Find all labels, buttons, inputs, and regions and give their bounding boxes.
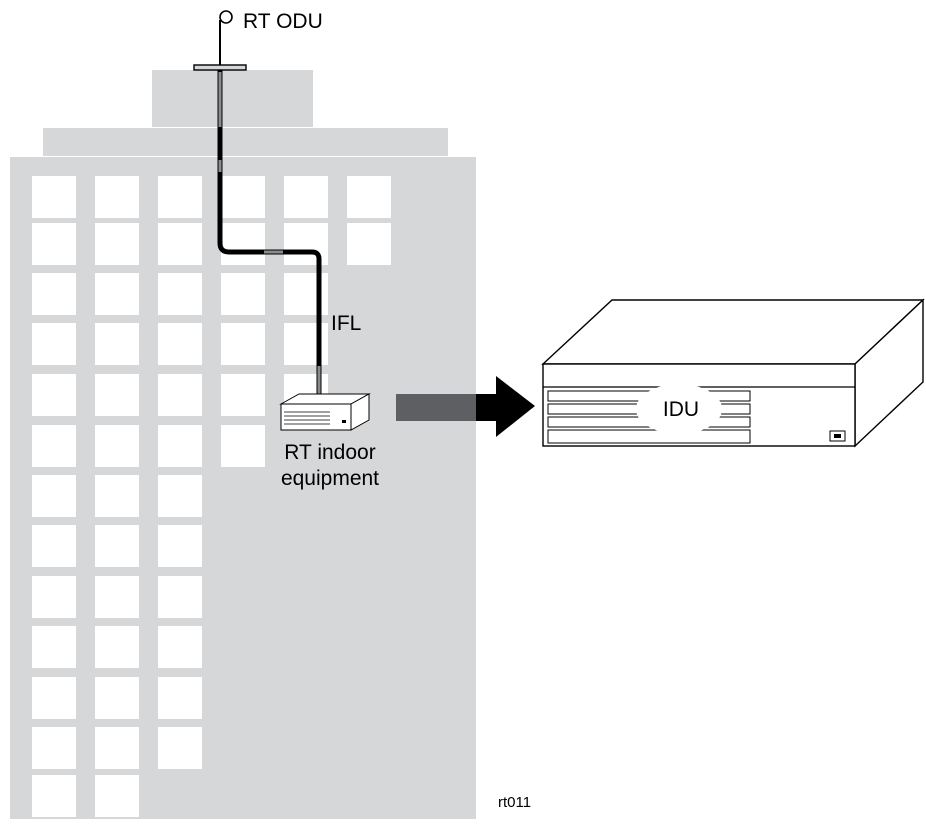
building-window: [95, 677, 139, 719]
building-window: [32, 374, 76, 416]
building-window: [32, 223, 76, 265]
antenna-icon: [194, 11, 246, 70]
building-window: [95, 223, 139, 265]
building-window: [158, 323, 202, 365]
ifl-label: IFL: [331, 312, 361, 335]
building-window: [32, 323, 76, 365]
building-window: [32, 425, 76, 467]
idu-chassis-icon: [543, 300, 923, 446]
building-window: [32, 626, 76, 668]
building-window: [221, 176, 265, 218]
building-window: [158, 626, 202, 668]
building-window: [221, 425, 265, 467]
odu-label: RT ODU: [243, 10, 323, 33]
building-window: [158, 273, 202, 315]
indoor-unit-icon: [281, 394, 369, 430]
building-window: [32, 677, 76, 719]
building-window: [95, 323, 139, 365]
building-window: [95, 576, 139, 618]
building-window: [95, 525, 139, 567]
indoor-label-line1: RT indoor: [284, 441, 375, 464]
building-window: [32, 576, 76, 618]
building-window: [158, 223, 202, 265]
indoor-label-line2: equipment: [281, 467, 379, 490]
roof-top-block: [152, 70, 313, 127]
building-window: [221, 223, 265, 265]
building-window: [32, 176, 76, 218]
building-window: [158, 425, 202, 467]
building-window: [284, 176, 328, 218]
building-window: [95, 727, 139, 769]
building-window: [347, 223, 391, 265]
building-window: [95, 374, 139, 416]
building-window: [158, 374, 202, 416]
building-window: [95, 176, 139, 218]
roof-ledge: [43, 128, 448, 156]
building-window: [158, 176, 202, 218]
building-window: [221, 374, 265, 416]
building-window: [32, 775, 76, 817]
building-window: [158, 525, 202, 567]
building-window: [221, 273, 265, 315]
building-window: [158, 677, 202, 719]
building-window: [95, 425, 139, 467]
building-window: [95, 475, 139, 517]
building-window: [347, 176, 391, 218]
building-window: [158, 475, 202, 517]
building-window: [95, 626, 139, 668]
building-window: [32, 727, 76, 769]
figure-id: rt011: [498, 794, 531, 811]
idu-label: IDU: [663, 398, 699, 421]
building-window: [95, 273, 139, 315]
building-window: [158, 576, 202, 618]
building-window: [158, 727, 202, 769]
building-window: [221, 323, 265, 365]
building: [10, 70, 476, 819]
building-window: [95, 775, 139, 817]
building-window: [32, 475, 76, 517]
building-window: [32, 273, 76, 315]
building-window: [32, 525, 76, 567]
